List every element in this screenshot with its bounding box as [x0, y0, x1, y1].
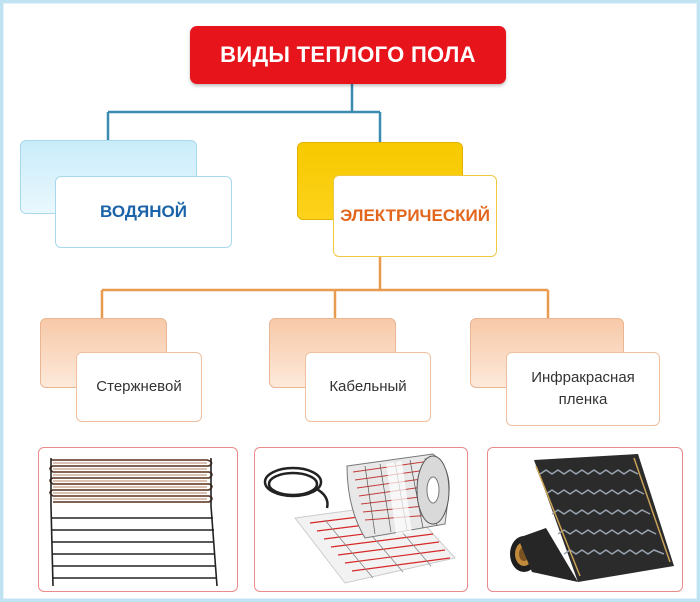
- cable-type-box: Кабельный: [305, 352, 431, 422]
- rod-heating-mat-photo: [38, 447, 238, 592]
- water-category-label: ВОДЯНОЙ: [100, 202, 187, 221]
- infrared-film-roll-photo: [487, 447, 683, 592]
- cable-heating-mat-roll-photo: [254, 447, 468, 592]
- rod-mat-illustration: [49, 458, 218, 587]
- cable-type-label: Кабельный: [329, 378, 407, 395]
- rod-type-box: Стержневой: [76, 352, 202, 422]
- electric-category-box: ЭЛЕКТРИЧЕСКИЙ: [333, 175, 497, 257]
- rod-type-label: Стержневой: [96, 378, 182, 395]
- infrared-type-label: Инфракрасная пленка: [531, 369, 635, 408]
- cable-mat-illustration: [263, 453, 456, 584]
- infrared-film-illustration: [510, 454, 674, 582]
- electric-category-label: ЭЛЕКТРИЧЕСКИЙ: [340, 206, 490, 225]
- diagram-title: ВИДЫ ТЕПЛОГО ПОЛА: [190, 26, 506, 84]
- infrared-type-box: Инфракрасная пленка: [506, 352, 660, 426]
- water-category-box: ВОДЯНОЙ: [55, 176, 232, 248]
